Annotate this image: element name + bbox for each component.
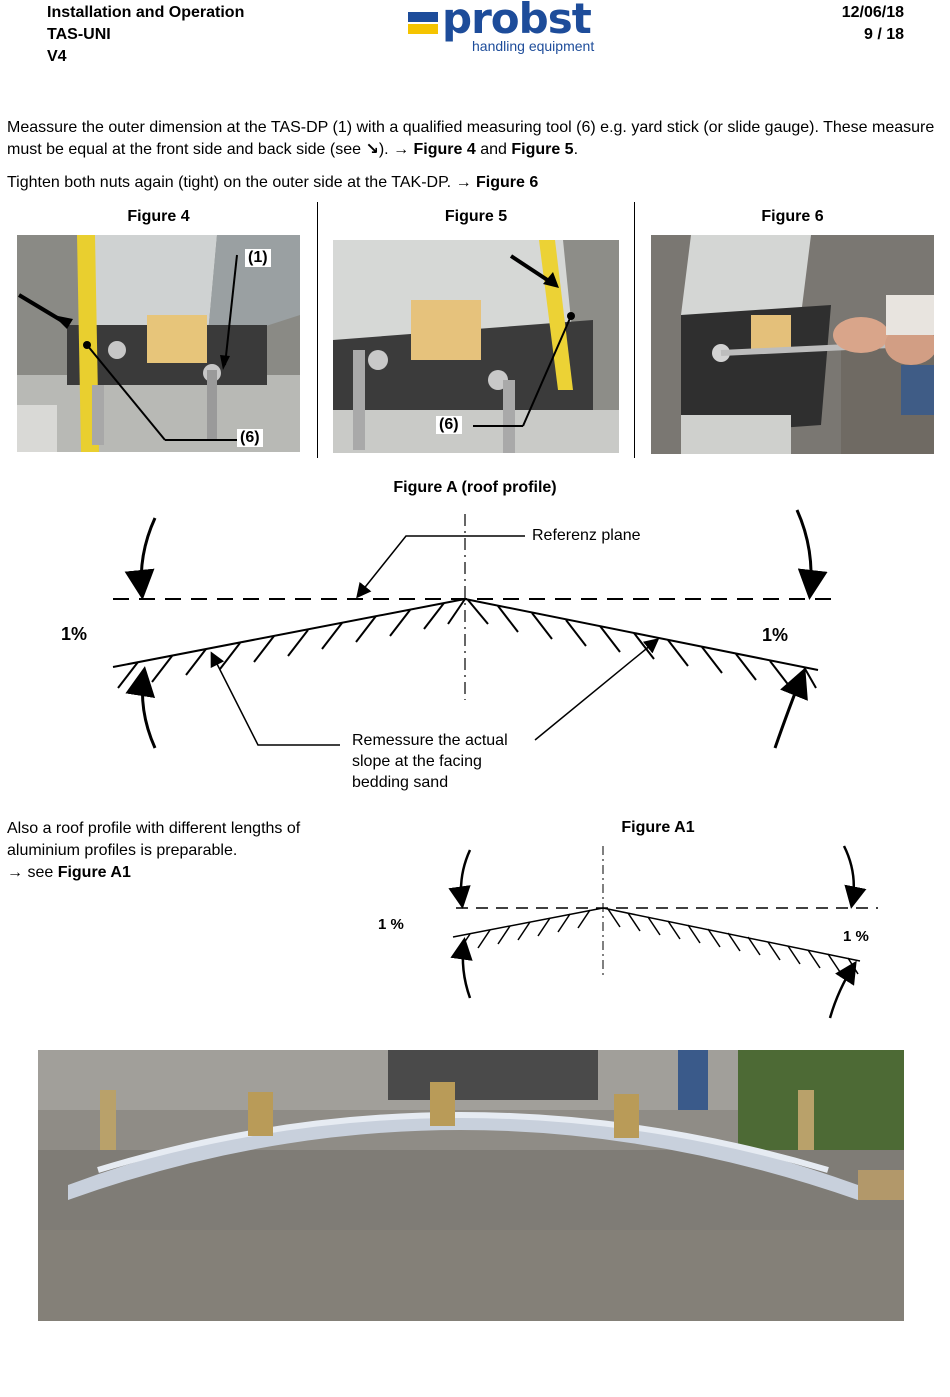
figure-5-caption: Figure 5: [444, 208, 508, 225]
label-measuring-tool-6: (6): [237, 429, 263, 447]
logo-bar-yellow: [408, 24, 438, 34]
figure-4-illustration: [17, 235, 300, 452]
doc-version: V4: [47, 48, 67, 65]
figure-a-caption: Figure A (roof profile): [393, 479, 557, 496]
roof-profile-photo: [38, 1050, 904, 1321]
figure-5-photo: (6): [333, 240, 619, 453]
figure-4-photo: (1) (6): [17, 235, 300, 452]
doc-title: Installation and Operation: [47, 4, 245, 21]
paragraph-tighten: Tighten both nuts again (tight) on the o…: [7, 172, 538, 194]
p1-mid: ). →: [378, 141, 414, 158]
note-line-3: bedding sand: [352, 774, 449, 791]
p2-text: Tighten both nuts again (tight) on the o…: [7, 174, 477, 191]
side-line-2: aluminium profiles is preparable.: [7, 842, 238, 859]
side-line-1: Also a roof profile with different lengt…: [7, 820, 301, 837]
roof-profile-illustration: [38, 1050, 904, 1321]
ref-figure-6: Figure 6: [476, 174, 539, 191]
arrow-symbol: ↘: [365, 141, 379, 158]
probst-logo: probst handling equipment: [408, 0, 608, 58]
side-line-3-prefix: → see: [7, 864, 58, 881]
slope-left-label: 1%: [61, 624, 88, 644]
figure-a1-diagram: [448, 845, 878, 1019]
doc-product: TAS-UNI: [47, 26, 111, 43]
page-number: 9 / 18: [863, 26, 904, 43]
ref-figure-4: Figure 4: [413, 141, 476, 158]
note-line-2: slope at the facing: [352, 753, 482, 770]
a1-slope-left-label: 1 %: [378, 916, 404, 933]
label-component-1: (1): [245, 249, 271, 267]
figure-6-caption: Figure 6: [761, 208, 824, 225]
figure-4-caption: Figure 4: [127, 208, 190, 225]
ref-figure-5: Figure 5: [511, 141, 574, 158]
header-meta: 12/06/18 9 / 18: [842, 2, 904, 46]
remeasure-note: Remessure the actual slope at the facing…: [352, 730, 508, 793]
figure-separator: [634, 202, 635, 458]
label-measuring-tool-6: (6): [436, 416, 462, 434]
header-title-block: Installation and Operation TAS-UNI V4: [47, 2, 244, 68]
paragraph-measure: Meassure the outer dimension at the TAS-…: [7, 117, 937, 161]
figure-a1-caption: Figure A1: [621, 819, 695, 836]
figure-separator: [317, 202, 318, 458]
note-line-1: Remessure the actual: [352, 732, 508, 749]
slope-right-label: 1%: [762, 625, 789, 645]
figure-a-diagram: [112, 509, 840, 749]
p1-text: Meassure the outer dimension at the TAS-…: [7, 119, 935, 158]
p1-end: .: [573, 141, 579, 158]
logo-bar-blue: [408, 12, 438, 22]
figure-6-illustration: [651, 235, 934, 454]
doc-date: 12/06/18: [841, 4, 904, 21]
logo-wordmark: probst: [442, 0, 592, 43]
figure-5-illustration: [333, 240, 619, 453]
figure-6-photo: [651, 235, 934, 454]
ref-figure-a1: Figure A1: [57, 864, 131, 881]
a1-slope-right-label: 1 %: [843, 928, 869, 945]
p1-and: and: [475, 141, 512, 158]
roof-profile-note: Also a roof profile with different lengt…: [7, 818, 300, 884]
logo-tagline: handling equipment: [472, 38, 595, 54]
reference-plane-label: Referenz plane: [532, 527, 641, 544]
